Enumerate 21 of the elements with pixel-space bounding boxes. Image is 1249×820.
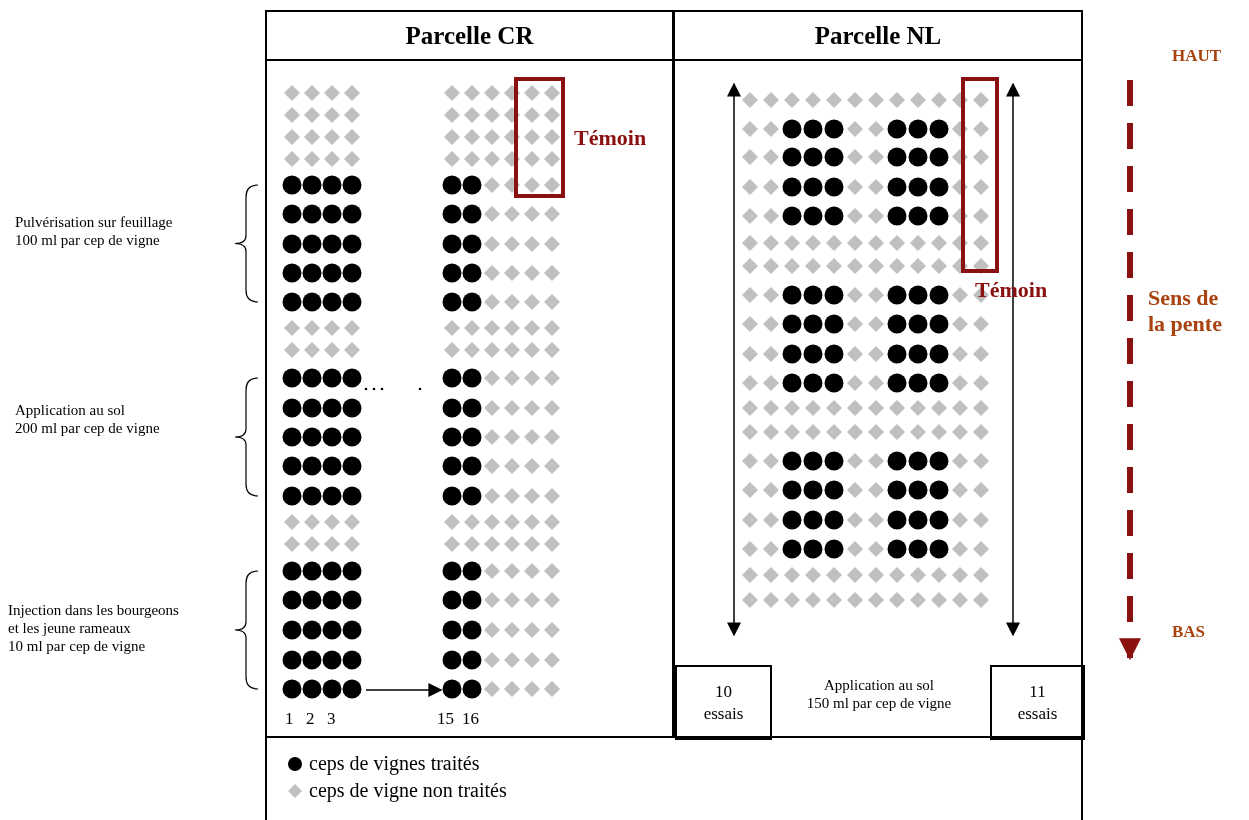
column-number: 1: [285, 709, 294, 730]
treatment-label: Application au sol 150 ml par cep de vigne: [805, 676, 953, 712]
column-number: 16: [462, 709, 479, 730]
column-number: 3: [327, 709, 336, 730]
trial-count-box: 11 essais: [990, 665, 1085, 740]
plot-label: Témoin: [574, 125, 647, 151]
legend-text: ceps de vignes traités: [309, 752, 480, 775]
slope-label: BAS: [1172, 622, 1206, 643]
plot-panel: [265, 10, 674, 738]
column-number: 2: [306, 709, 315, 730]
treatment-label: Pulvérisation sur feuillage 100 ml par cep de vigne: [15, 213, 173, 249]
legend-text: ceps de vigne non traités: [309, 779, 507, 802]
trial-count-box: 10 essais: [675, 665, 772, 740]
slope-label: HAUT: [1172, 46, 1222, 67]
panel-heading: Parcelle CR: [267, 12, 672, 61]
plot-panel: [673, 10, 1083, 738]
slope-label: Sens de la pente: [1148, 285, 1222, 338]
treatment-label: Injection dans les bourgeons et les jeune rameaux 10 ml par cep de vigne: [8, 601, 179, 655]
column-number: 15: [437, 709, 454, 730]
panel-heading: Parcelle NL: [675, 12, 1081, 61]
treatment-label: Application au sol 200 ml par cep de vigne: [15, 401, 160, 437]
